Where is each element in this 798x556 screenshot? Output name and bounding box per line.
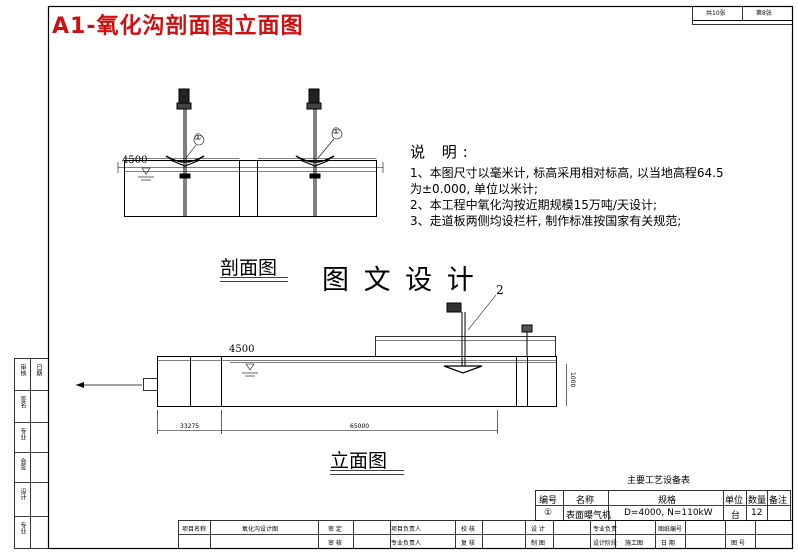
design-notes: 说 明: 1、本图尺寸以毫米计, 标高采用相对标高, 以当地高程64.5 为±0… [410, 144, 724, 229]
elevation-water-level: 4500 [229, 344, 255, 355]
elevation-marker: 2 [496, 283, 504, 297]
tb-page-label: 图 号 [731, 540, 745, 547]
elevation-view [76, 294, 567, 475]
section-tank [124, 160, 377, 217]
aerator-2 [295, 88, 335, 216]
note-line: 1、本图尺寸以毫米计, 标高采用相对标高, 以当地高程64.5 [410, 166, 724, 180]
table-header-remark: 备注 [769, 496, 788, 506]
section-marker-2: ① [332, 127, 341, 137]
note-line: 3、走道板两侧均设栏杆, 制作标准按国家有关规范; [410, 214, 682, 228]
table-header-name: 名称 [576, 496, 595, 506]
table-cell-qty: 12 [751, 508, 763, 518]
strip-label: 审核 [19, 364, 26, 376]
tb-date: 日 期 [661, 540, 675, 547]
project-name-label: 项目名称 [182, 526, 207, 533]
section-marker-1: ① [194, 133, 203, 143]
table-header-no: 编号 [539, 496, 558, 506]
dimension-height: 1000 [569, 372, 576, 388]
strip-label: 专业 [19, 522, 26, 534]
drawing-title: A1-氧化沟剖面图立面图 [52, 14, 304, 39]
note-line: 为±0.000, 单位以米计; [410, 182, 539, 196]
tb-stage-value: 施工图 [625, 540, 644, 547]
table-header-qty: 数量 [748, 496, 767, 506]
tb-drawing-no: 图纸编号 [658, 526, 683, 533]
table-cell-unit: 台 [731, 511, 741, 521]
strip-label: 签名 [19, 396, 26, 408]
tb-approve: 审 定 [328, 526, 342, 533]
tb-discipline-lead: 专业负责 [593, 526, 618, 533]
tb-check: 校 核 [461, 526, 475, 533]
strip-label: 日期 [35, 364, 42, 376]
table-cell-name: 表面曝气机 [566, 511, 612, 521]
tb-design-stage: 设计阶段 [593, 540, 618, 547]
table-cell-no: ① [544, 508, 553, 518]
notes-heading: 说 明: [410, 143, 474, 161]
dimension-main: 65000 [350, 423, 370, 430]
aerator-1 [165, 88, 205, 216]
section-view [117, 88, 384, 282]
elevation-aerator [443, 302, 483, 374]
strip-label: 专业 [19, 428, 26, 440]
section-view-label: 剖面图 [220, 257, 278, 279]
equipment-table-title: 主要工艺设备表 [627, 476, 691, 486]
tb-discipline-responsible: 专业负责人 [391, 540, 422, 547]
sheet-number-box [692, 6, 793, 25]
strip-label: 会签 [19, 458, 26, 470]
table-header-unit: 单位 [725, 496, 744, 506]
sheet-index: 第8张 [756, 10, 772, 17]
title-block-grid [178, 520, 793, 549]
sheet-total: 共10张 [706, 10, 726, 17]
strip-label: 设计 [19, 488, 26, 500]
table-cell-spec: D=4000, N=110kW [624, 508, 713, 518]
table-header-spec: 规格 [658, 496, 677, 506]
tb-draft: 制 图 [531, 540, 545, 547]
dimension-left: 33275 [180, 423, 200, 430]
elevation-tank [157, 356, 557, 407]
watermark-text: 图 文 设 计 [322, 265, 477, 296]
note-line: 2、本工程中氧化沟按近期规模15万吨/天设计; [410, 198, 657, 212]
tb-review: 审 核 [328, 540, 342, 547]
tb-design: 设 计 [531, 526, 545, 533]
elevation-view-label: 立面图 [330, 450, 388, 472]
left-signature-strip [14, 358, 49, 549]
drawing-name: 氧化沟设计图 [242, 526, 279, 533]
tb-project-lead: 项目负责人 [391, 526, 422, 533]
section-water-level: 4500 [122, 155, 148, 166]
tb-recheck: 复 核 [461, 540, 475, 547]
